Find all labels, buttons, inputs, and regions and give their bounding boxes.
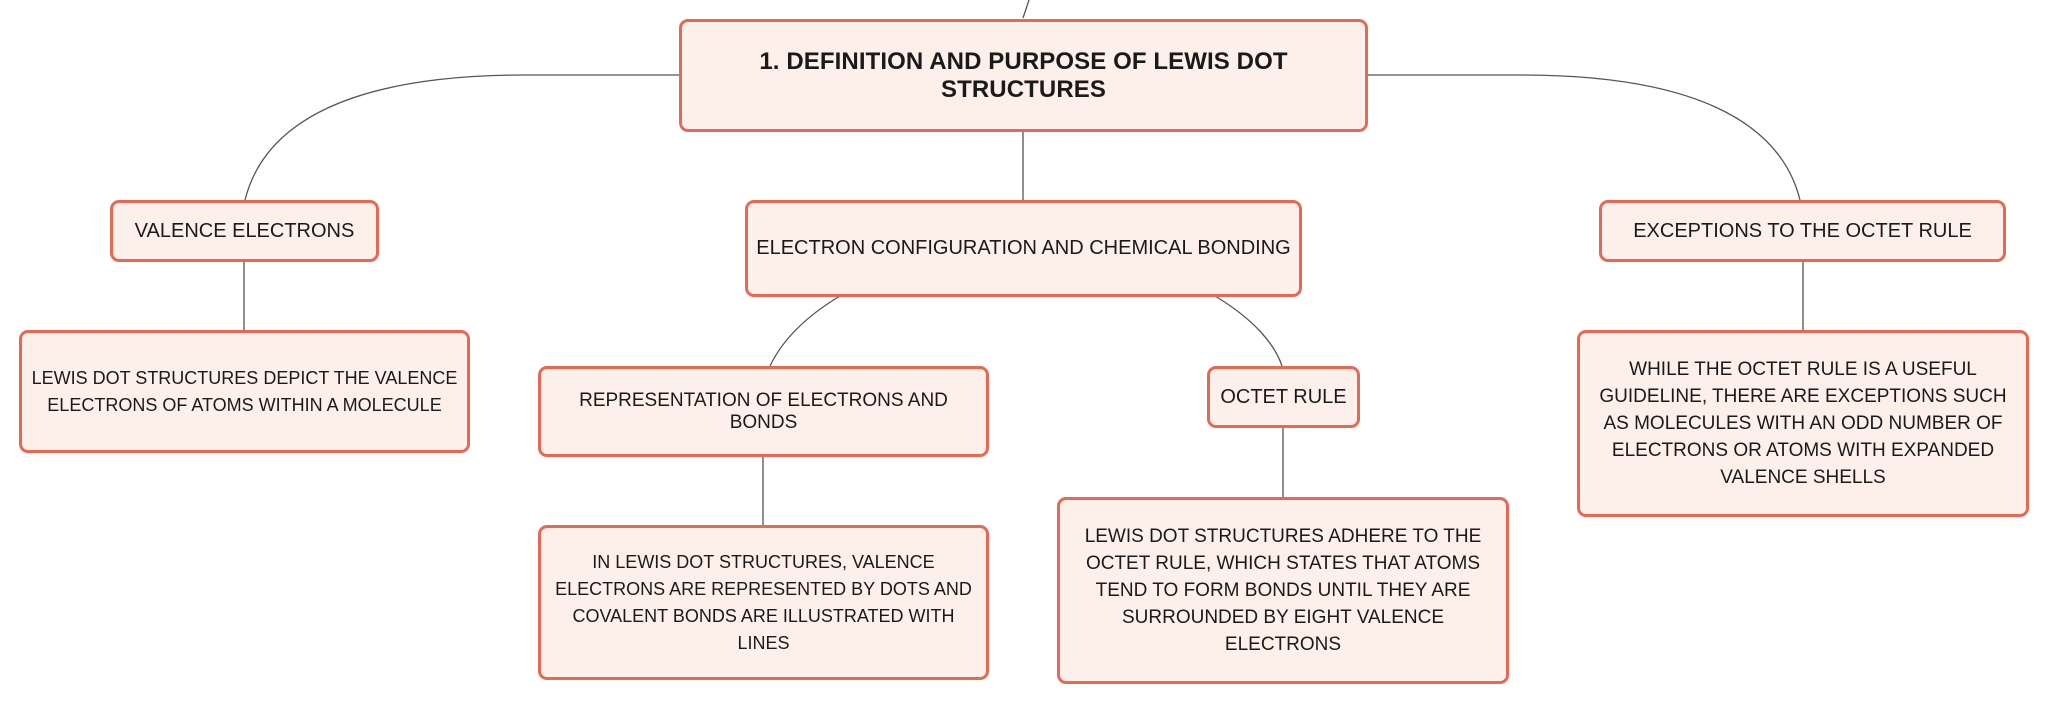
octet-rule-node[interactable]: OCTET RULE <box>1207 366 1360 428</box>
representation-detail-node[interactable]: IN LEWIS DOT STRUCTURES, VALENCE ELECTRO… <box>538 525 989 680</box>
root-topic-node[interactable]: 1. DEFINITION AND PURPOSE OF LEWIS DOT S… <box>679 19 1368 132</box>
connector-configuration-to-octet <box>1214 295 1283 367</box>
connector-root-to-exceptions <box>1367 74 1801 201</box>
valence-electrons-detail-node[interactable]: LEWIS DOT STRUCTURES DEPICT THE VALENCE … <box>19 330 470 453</box>
connector-root-to-valence <box>244 74 679 201</box>
connector-configuration-to-representation <box>769 295 841 367</box>
octet-rule-detail-node[interactable]: LEWIS DOT STRUCTURES ADHERE TO THE OCTET… <box>1057 497 1509 684</box>
representation-electrons-bonds-node[interactable]: REPRESENTATION OF ELECTRONS AND BONDS <box>538 366 989 457</box>
electron-configuration-node[interactable]: ELECTRON CONFIGURATION AND CHEMICAL BOND… <box>745 200 1302 297</box>
valence-electrons-node[interactable]: VALENCE ELECTRONS <box>110 200 379 262</box>
exceptions-octet-rule-node[interactable]: EXCEPTIONS TO THE OCTET RULE <box>1599 200 2006 262</box>
exceptions-detail-node[interactable]: WHILE THE OCTET RULE IS A USEFUL GUIDELI… <box>1577 330 2029 517</box>
connector-parent-in <box>1022 0 1030 19</box>
